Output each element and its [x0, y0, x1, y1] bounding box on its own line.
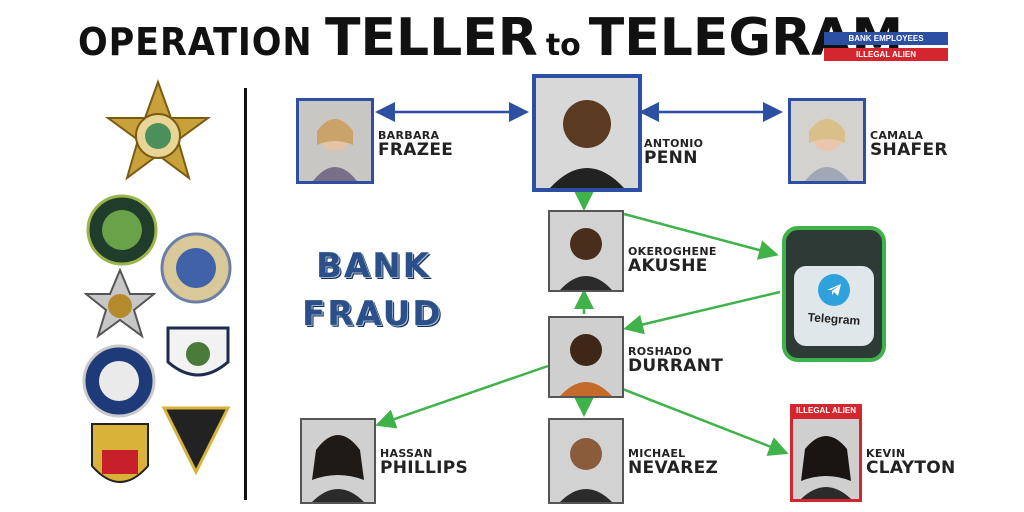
photo-camala [788, 98, 866, 184]
legend-illegal-alien: ILLEGAL ALIEN [824, 48, 948, 61]
title-operation: OPERATION [78, 20, 313, 64]
photo-kevin [790, 416, 862, 502]
title-teller: TELLER [325, 8, 538, 68]
state-seal-badge [160, 232, 232, 304]
arrow-roshado-hassan [375, 364, 549, 429]
kevin-illegal-alien-tag: ILLEGAL ALIEN [790, 404, 862, 418]
photo-hassan [300, 418, 376, 504]
photo-roshado [548, 316, 624, 398]
west-virginia-state-police-patch [160, 404, 232, 476]
photo-okeroghene [548, 210, 624, 292]
sheriff-star-badge [102, 78, 214, 190]
photo-michael [548, 418, 624, 504]
telegram-app-image: Telegram [782, 226, 886, 362]
divider-line [244, 88, 247, 500]
telegram-label: Telegram [807, 310, 861, 328]
maryland-deputy-badge [84, 268, 156, 340]
cyber-fraud-seal [86, 194, 158, 266]
legend: BANK EMPLOYEES ILLEGAL ALIEN [824, 32, 948, 64]
bank-text: BANK [316, 246, 432, 286]
telegram-card: Telegram [794, 266, 874, 346]
arrow-telegram-roshado [623, 290, 781, 335]
photo-antonio [532, 74, 642, 192]
arrow-okeroghene-telegram [623, 212, 779, 260]
attorney-general-seal [82, 344, 156, 418]
photo-barbara [296, 98, 374, 184]
arrow-roshado-kevin [619, 386, 789, 456]
telegram-logo-icon [818, 274, 850, 306]
title-to: to [545, 28, 581, 63]
legend-bank-employees: BANK EMPLOYEES [824, 32, 948, 45]
fraud-text: FRAUD [302, 294, 443, 334]
police-patch [162, 322, 234, 388]
maryland-state-police-patch [88, 420, 152, 498]
